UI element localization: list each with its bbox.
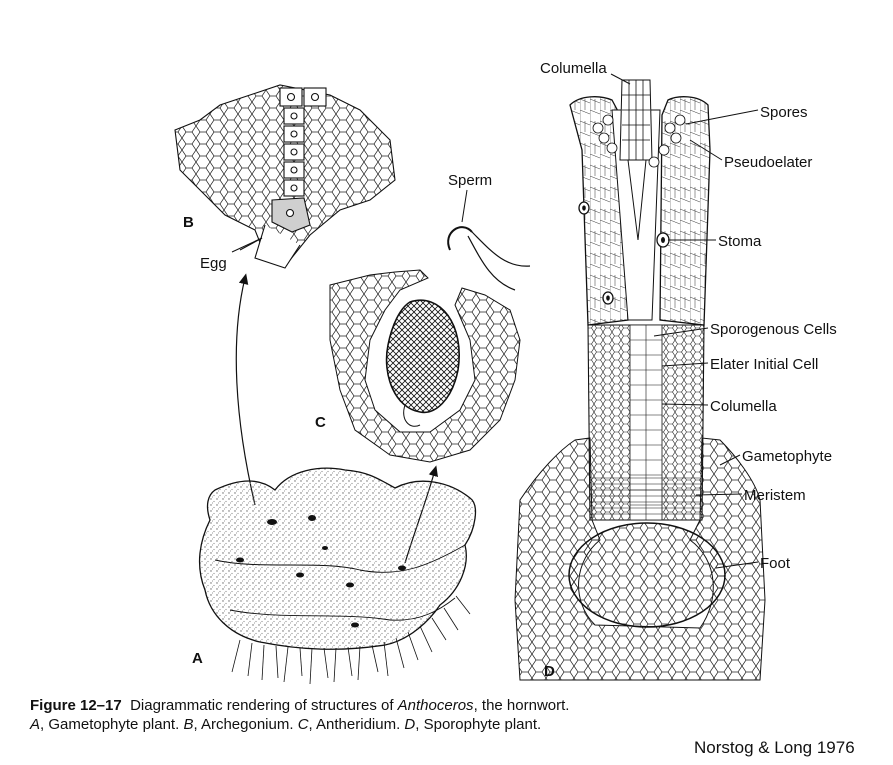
figure-caption: Figure 12–17 Diagrammatic rendering of s… [30,696,790,734]
figure-number: Figure 12–17 [30,697,122,714]
caption-part-a: , Gametophyte plant. [40,716,184,733]
gametophyte-plant-drawing [198,467,477,685]
caption-line-2: A, Gametophyte plant. B, Archegonium. C,… [30,715,790,734]
caption-part-c: , Antheridium. [308,716,405,733]
sperm-drawing [447,226,531,291]
label-columella-top: Columella [540,60,607,77]
label-leaders [231,73,759,569]
label-spores: Spores [760,104,808,121]
caption-line-1: Figure 12–17 Diagrammatic rendering of s… [30,696,790,715]
panel-label-b: B [183,214,194,231]
label-stoma: Stoma [718,233,762,250]
caption-part-d: , Sporophyte plant. [415,716,542,733]
caption-genus: Anthoceros [397,697,474,714]
label-foot: Foot [760,555,791,572]
label-columella-mid: Columella [710,398,777,415]
label-sporogenous-cells: Sporogenous Cells [710,321,837,338]
label-meristem: Meristem [744,487,806,504]
label-gametophyte: Gametophyte [742,448,832,465]
panel-label-a: A [192,650,203,667]
caption-letter-b: B [183,716,194,733]
caption-letter-a: A [30,716,41,733]
caption-text-2: , the hornwort. [473,697,570,714]
label-egg: Egg [200,255,227,272]
figure-illustration: B C A D Egg Sperm Columella Spores Pseud… [174,60,837,685]
label-elater-initial-cell: Elater Initial Cell [710,356,818,373]
sporophyte-drawing [514,79,766,681]
caption-letter-c: C [297,716,309,733]
caption-text-1: Diagrammatic rendering of structures of [130,697,394,714]
panel-label-d: D [544,663,555,680]
source-credit: Norstog & Long 1976 [694,738,855,757]
caption-letter-d: D [404,716,416,733]
label-pseudoelater: Pseudoelater [724,154,812,171]
panel-label-c: C [315,414,326,431]
caption-part-b: , Archegonium. [193,716,298,733]
archegonium-drawing [174,84,396,269]
antheridium-drawing [329,269,521,463]
label-sperm: Sperm [448,172,492,189]
